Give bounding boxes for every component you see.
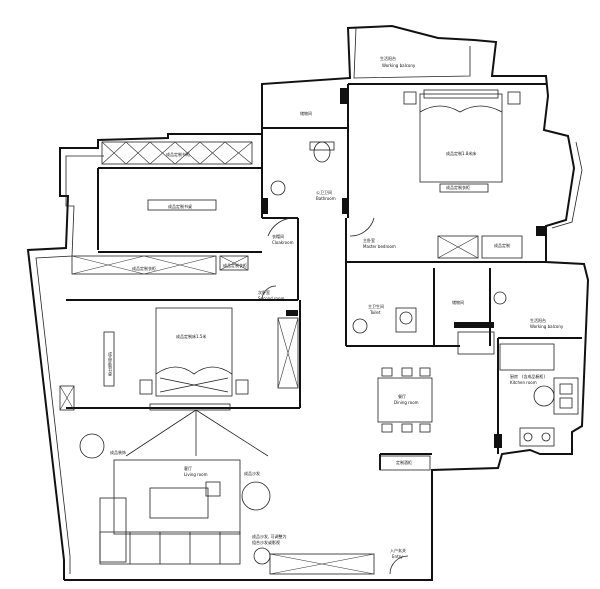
label-wardrobe-mid: 成品定制衣柜 [132, 266, 156, 271]
wardrobe-row [71, 255, 249, 275]
dining-furniture [377, 367, 433, 433]
label-cloak-room-en: Cloakroom [272, 240, 294, 245]
label-entrance-cn: 入户玄关 [390, 548, 406, 553]
label-storage-top-left: 储物间 [300, 111, 312, 116]
label-second-bed: 成品定制床1.5米 [176, 334, 207, 339]
label-side-cabinet-left: 成品定制书桌 [108, 352, 113, 376]
label-master-bed: 成品定制1.8米床 [446, 151, 477, 156]
second-bedroom-furniture [59, 307, 299, 457]
label-master-bedroom-en: Master bedroom [363, 244, 396, 249]
living-furniture [79, 433, 375, 575]
label-wardrobe-mid-right: 成品定制衣柜 [223, 263, 247, 268]
label-working-balcony-right-cn: 生活阳台 [530, 318, 546, 323]
label-working-balcony-top-en: Working balcony [382, 63, 416, 68]
label-storage-mid: 储物间 [452, 300, 464, 305]
study-cabinet [101, 141, 253, 211]
label-entrance-en: Entry [392, 554, 403, 559]
label-sofa-note1: 成品沙发, 可调整为 [252, 534, 287, 539]
label-study-cabinet-top: 成品定制书柜 [166, 152, 190, 157]
label-kitchen-note: (含成品橱柜) [522, 374, 546, 379]
label-dining-en: Dining room [394, 400, 419, 405]
label-tv-cabinet: 成品定制 [494, 243, 510, 248]
label-sofa-note2: 组合沙发或影视 [252, 540, 280, 545]
label-study-desk: 成品定制书桌 [168, 204, 192, 209]
label-kitchen-cn: 厨房 [510, 374, 518, 379]
label-bathroom-en: Toilet [370, 310, 381, 315]
label-living-cn: 客厅 [184, 466, 192, 471]
label-master-cabinet: 成品定制衣柜 [446, 185, 470, 190]
label-bathroom-cn: 主卫生间 [368, 304, 384, 309]
label-dining-cn: 餐厅 [398, 394, 406, 399]
door-swings [261, 217, 409, 575]
label-fridge-cabinet: 定制酒柜 [396, 460, 412, 465]
label-working-balcony-right-en: Working balcony [530, 324, 564, 329]
label-second-bedroom-cn: 次卧室 [258, 290, 270, 295]
label-sofa-side: 成品沙发 [244, 471, 260, 476]
label-kitchen-en: Kitchen room [510, 380, 537, 385]
label-toilet2-en: Bathroom [316, 196, 336, 201]
columns [262, 88, 546, 448]
label-plant-left: 成品装饰 [110, 450, 126, 455]
bathroom-fixtures [270, 141, 507, 334]
outer-walls [26, 24, 590, 581]
master-bedroom-furniture [403, 89, 523, 259]
label-master-bedroom-cn: 主卧室 [363, 238, 375, 243]
label-toilet2-cn: 公卫卫间 [316, 190, 332, 195]
kitchen-fixtures [457, 331, 579, 447]
label-working-balcony-top-cn: 生活阳台 [380, 56, 396, 61]
label-living-en: Living room [184, 472, 208, 477]
label-second-bedroom-en: Second room [258, 296, 285, 301]
label-cloak-room-cn: 衣帽间 [272, 234, 284, 239]
fridge-cabinet [379, 455, 431, 471]
